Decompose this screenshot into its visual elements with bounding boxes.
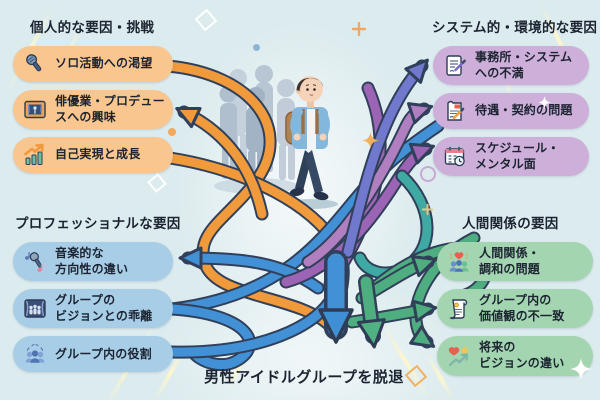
factor-label: グループ内の 価値観の不一致	[479, 293, 565, 323]
scroll-icon	[445, 295, 473, 323]
quadrant-title: プロフェッショナルな要因	[15, 216, 181, 231]
factor-label: グループの ビジョンとの乖離	[55, 293, 153, 323]
factor-label: 人間関係・ 調和の問題	[479, 246, 541, 276]
quadrant-professional: プロフェッショナルな要因 音楽的な 方向性の違い グループの ビジョンとの乖離 …	[10, 206, 180, 380]
silhouette-group	[219, 65, 295, 186]
factor-label: 将来の ビジョンの違い	[479, 340, 565, 370]
light-ray	[380, 323, 432, 400]
factor-pill: スケジュール・ メンタル面	[433, 137, 589, 177]
quadrant-title: 個人的な要因・挑戦	[30, 20, 155, 35]
factor-label: 事務所・システム への不満	[475, 50, 573, 80]
stage-icon	[21, 96, 49, 124]
music-notes-mic-icon	[21, 248, 49, 276]
factor-pill: 人間関係・ 調和の問題	[437, 242, 593, 282]
people-group-icon	[21, 340, 49, 368]
factor-label: スケジュール・ メンタル面	[475, 141, 560, 171]
people-heart-icon	[445, 248, 473, 276]
factor-pill: 俳優業・プロデュー スへの興味	[13, 90, 173, 130]
factor-pill: 音楽的な 方向性の違い	[13, 242, 173, 282]
factor-pill: 事務所・システム への不満	[433, 46, 589, 86]
quadrant-systemic: システム的・環境的な要因 事務所・システム への不満 待遇・契約の問題 スケジュ…	[428, 10, 598, 184]
factor-pill: グループの ビジョンとの乖離	[13, 289, 173, 329]
walking-man	[284, 76, 338, 209]
stage-group-icon	[21, 295, 49, 323]
factor-pill: 自己実現と成長	[13, 137, 173, 174]
outcome-label: 男性アイドルグループを脱退	[204, 369, 404, 386]
factor-label: グループ内の役割	[55, 346, 152, 361]
contract-icon	[441, 97, 469, 125]
walking-away-illustration	[214, 65, 338, 209]
diamond-icon	[194, 8, 218, 32]
calendar-clock-icon	[441, 143, 469, 171]
factor-pill: 将来の ビジョンの違い	[437, 336, 593, 376]
factor-label: 自己実現と成長	[55, 147, 141, 162]
factor-label: 音楽的な 方向性の違い	[55, 246, 129, 276]
factor-label: 待遇・契約の問題	[475, 103, 573, 118]
quadrant-title: システム的・環境的な要因	[432, 20, 598, 35]
growth-chart-icon	[21, 141, 49, 169]
quadrant-relationships: 人間関係の要因 人間関係・ 調和の問題 グループ内の 価値観の不一致 将来の ビ…	[432, 206, 600, 384]
factor-pill: ソロ活動への渇望	[13, 46, 173, 82]
heart-star-icon	[445, 342, 473, 370]
dot-icon	[253, 44, 260, 51]
spotlight-glow	[175, 20, 425, 360]
factor-pill: 待遇・契約の問題	[433, 93, 589, 130]
quadrant-personal: 個人的な要因・挑戦 ソロ活動への渇望 俳優業・プロデュー スへの興味 自己実現と…	[10, 10, 180, 181]
microphone-icon	[21, 50, 49, 78]
plus-icon	[352, 22, 366, 36]
factor-pill: グループ内の 価値観の不一致	[437, 289, 593, 329]
quadrant-title: 人間関係の要因	[462, 216, 559, 231]
sparkle-icon	[362, 132, 379, 149]
factor-label: 俳優業・プロデュー スへの興味	[55, 94, 165, 124]
document-pen-icon	[441, 52, 469, 80]
factor-pill: グループ内の役割	[13, 336, 173, 373]
factor-label: ソロ活動への渇望	[55, 56, 153, 71]
